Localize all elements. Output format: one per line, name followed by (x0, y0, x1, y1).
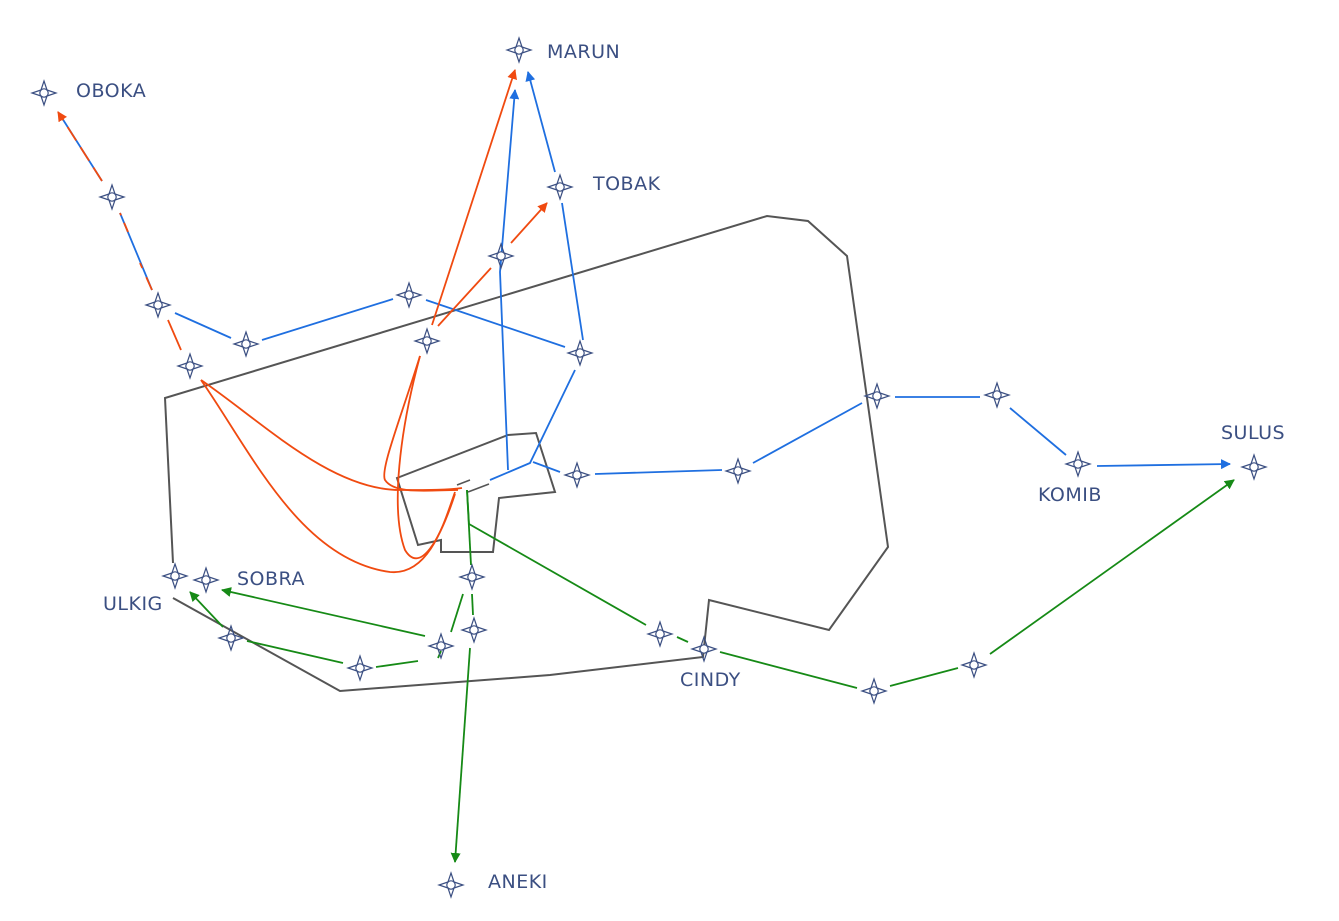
route-blue-segment (425, 299, 566, 348)
fix-waypoint-icon (98, 183, 126, 211)
route-orange-segment (510, 202, 548, 244)
waypoint-layer (30, 36, 1268, 899)
waypoint-cindy-icon (690, 635, 718, 663)
route-blue-segment (561, 202, 584, 341)
waypoint-label-aneki: ANEKI (488, 871, 548, 893)
fix-waypoint-icon (395, 281, 423, 309)
fix-waypoint-icon (176, 352, 204, 380)
route-orange-segment (57, 111, 103, 182)
route-green-segment (676, 636, 689, 643)
fix-waypoint-icon (232, 330, 260, 358)
route-blue-segment (1096, 459, 1231, 470)
fix-waypoint-icon (487, 242, 515, 270)
fix-waypoint-icon (413, 327, 441, 355)
waypoint-label-marun: MARUN (547, 41, 620, 63)
airport-area-outline (395, 431, 557, 553)
waypoint-label-tobak: TOBAK (592, 173, 661, 195)
waypoint-marun-icon (505, 36, 533, 64)
waypoint-oboka-icon (30, 79, 58, 107)
route-orange-segment (167, 319, 182, 351)
waypoint-label-sobra: SOBRA (237, 568, 305, 590)
route-orange-segment (383, 355, 459, 492)
route-orange-segment (437, 267, 492, 327)
fix-waypoint-icon (646, 620, 674, 648)
route-blue-segment (594, 469, 723, 475)
waypoint-sobra-icon (192, 566, 220, 594)
fix-waypoint-icon (563, 461, 591, 489)
fix-waypoint-icon (458, 563, 486, 591)
waypoint-label-oboka: OBOKA (76, 80, 146, 102)
route-green-segment (466, 489, 470, 525)
waypoint-label-sulus: SULUS (1221, 422, 1285, 444)
fix-waypoint-icon (460, 616, 488, 644)
route-blue-segment (525, 71, 556, 173)
fix-waypoint-icon (346, 654, 374, 682)
route-green-segment (189, 591, 224, 628)
waypoint-tobak-icon (546, 173, 574, 201)
route-green-segment (471, 593, 474, 616)
waypoint-labels: MARUN OBOKA TOBAK SULUS KOMIB SOBRA ULKI… (76, 41, 1285, 893)
route-green (189, 479, 1235, 863)
route-green-segment (719, 651, 858, 689)
route-green-segment (375, 660, 419, 668)
route-green-segment (450, 647, 471, 863)
airspace-boundary-outline (163, 214, 890, 693)
route-orange-segment (119, 212, 129, 233)
route-orange-segment (396, 355, 456, 559)
waypoint-label-cindy: CINDY (680, 669, 741, 691)
waypoint-label-komib: KOMIB (1038, 484, 1102, 506)
fix-waypoint-icon (427, 632, 455, 660)
route-orange-segment (431, 69, 517, 326)
fix-waypoint-icon (724, 457, 752, 485)
route-green-segment (221, 587, 426, 637)
route-green-segment (889, 667, 959, 687)
route-blue-segment (261, 298, 394, 341)
runway-1 (456, 479, 471, 486)
fix-waypoint-icon (863, 382, 891, 410)
route-blue-segment (499, 89, 520, 471)
route-blue (61, 71, 1231, 481)
route-blue-segment (1009, 407, 1067, 456)
route-orange-segment (200, 379, 463, 491)
waypoint-sulus-icon (1240, 453, 1268, 481)
waypoint-komib-icon (1064, 450, 1092, 478)
fix-waypoint-icon (217, 624, 245, 652)
route-blue-segment (174, 312, 232, 339)
route-green-segment (989, 479, 1235, 655)
route-orange (57, 69, 548, 573)
fix-waypoint-icon (144, 291, 172, 319)
route-green-segment (468, 523, 647, 626)
fix-waypoint-icon (566, 339, 594, 367)
route-blue-segment (489, 369, 576, 481)
waypoint-aneki-icon (437, 871, 465, 899)
waypoint-ulkig-icon (161, 562, 189, 590)
runway-2 (467, 483, 490, 493)
route-green-segment (246, 640, 344, 664)
fix-waypoint-icon (860, 677, 888, 705)
waypoint-label-ulkig: ULKIG (103, 593, 163, 615)
route-orange-segment (139, 262, 153, 291)
route-green-segment (450, 593, 464, 633)
airspace-boundary (163, 214, 890, 693)
fix-waypoint-icon (983, 381, 1011, 409)
fix-waypoint-icon (960, 651, 988, 679)
route-blue-segment (532, 461, 561, 473)
route-blue-segment (752, 402, 863, 464)
